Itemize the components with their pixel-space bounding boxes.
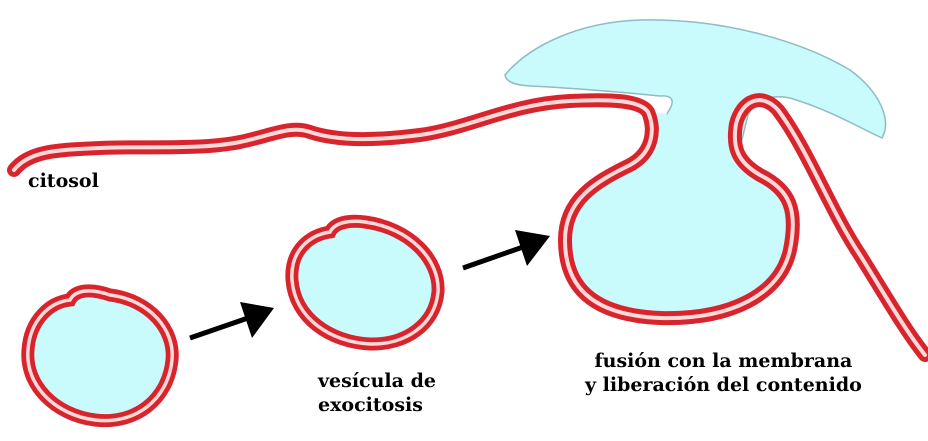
vesicle-1 (28, 291, 172, 421)
fused-vesicle-content (564, 110, 790, 318)
fusion-label-line2: y liberación del contenido (585, 374, 862, 398)
fusion-label-line1: fusión con la membrana (585, 350, 862, 374)
vesicle-label-line2: exocitosis (318, 394, 436, 418)
citosol-label: citosol (28, 170, 99, 194)
fusion-label: fusión con la membrana y liberación del … (585, 350, 862, 398)
vesicle-2 (292, 221, 438, 344)
arrow-icon (463, 230, 550, 268)
vesicle-label: vesícula de exocitosis (318, 370, 436, 418)
arrow-icon (190, 302, 274, 338)
vesicle-label-line1: vesícula de (318, 370, 436, 394)
